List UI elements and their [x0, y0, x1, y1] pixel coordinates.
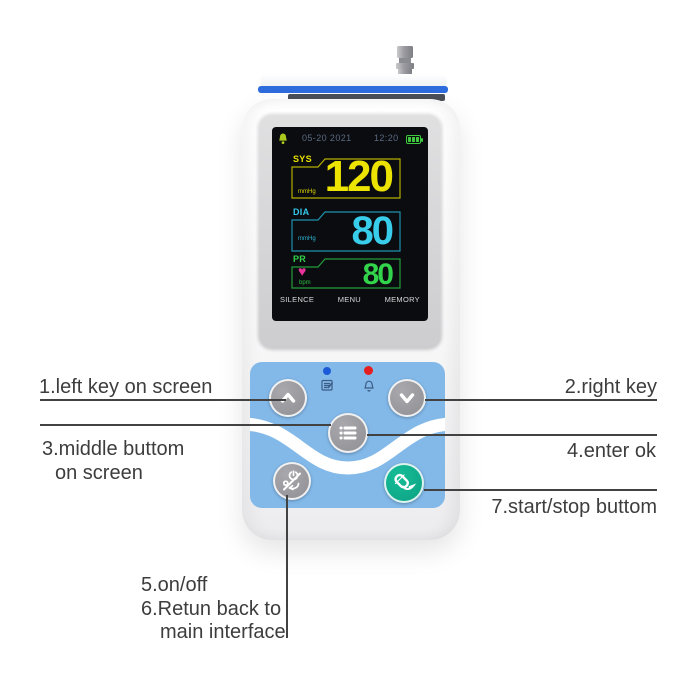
dia-label: DIA [293, 207, 310, 217]
alarm-bell-icon [364, 380, 374, 392]
chevron-down-icon [399, 393, 415, 404]
callout-line-right-key [425, 399, 657, 401]
softkey-menu: MENU [337, 295, 362, 304]
softkey-silence: SILENCE [280, 295, 315, 304]
callout-line-enter-ok [367, 434, 657, 436]
device-blue-stripe [258, 86, 448, 93]
annotation-enter-ok: 4.enter ok [567, 440, 656, 462]
annotation-middle-key-line2: on screen [55, 462, 143, 484]
chevron-up-icon [280, 392, 296, 403]
status-bell-icon [279, 133, 287, 144]
dia-unit: mmHg [298, 236, 316, 242]
annotation-middle-key-line1: 3.middle buttom [42, 438, 185, 460]
power-return-button[interactable] [273, 462, 311, 500]
sys-unit: mmHg [298, 189, 316, 195]
softkey-bar: SILENCE MENU MEMORY [272, 296, 428, 304]
power-return-icon [282, 470, 301, 491]
up-key-button[interactable] [269, 379, 307, 417]
memo-icon [321, 379, 334, 391]
bp-cuff-icon [393, 473, 416, 490]
alarm-led [364, 366, 373, 375]
callout-line-start-stop [424, 489, 657, 491]
annotation-return-line1: 6.Retun back to [141, 598, 282, 620]
panel-wave [250, 418, 445, 475]
device-screen: 05-20 2021 12:20 SYS 120 mmHg DIA 80 mmH… [272, 127, 428, 321]
callout-line-onoff [286, 495, 288, 638]
heart-icon: ♥ [298, 263, 307, 279]
annotation-on-off: 5.on/off [141, 574, 208, 596]
annotation-left-key: 1.left key on screen [39, 376, 213, 398]
battery-icon [406, 135, 423, 144]
screen-date: 05-20 2021 [302, 133, 352, 143]
sys-label: SYS [293, 154, 312, 164]
callout-line-middle-key [40, 424, 331, 426]
pr-value: 80 [362, 258, 394, 291]
start-stop-button[interactable] [384, 463, 424, 503]
annotation-return-line2: main interface [160, 621, 286, 643]
annotation-right-key: 2.right key [564, 376, 657, 398]
device-top-shadow [288, 94, 445, 101]
annotation-start-stop: 7.start/stop buttom [491, 496, 657, 518]
pr-label: PR [293, 254, 307, 264]
parameter-boxes [291, 158, 401, 289]
softkey-memory: MEMORY [384, 295, 420, 304]
dia-value: 80 [351, 209, 395, 253]
callout-line-left-key [40, 399, 286, 401]
sys-value: 120 [324, 152, 394, 201]
down-key-button[interactable] [388, 379, 426, 417]
pr-unit: bpm [299, 280, 311, 286]
menu-key-button[interactable] [328, 413, 368, 453]
device-top-cap [261, 74, 446, 87]
list-menu-icon [339, 426, 357, 440]
screen-time: 12:20 [374, 133, 399, 143]
event-led [323, 367, 331, 375]
